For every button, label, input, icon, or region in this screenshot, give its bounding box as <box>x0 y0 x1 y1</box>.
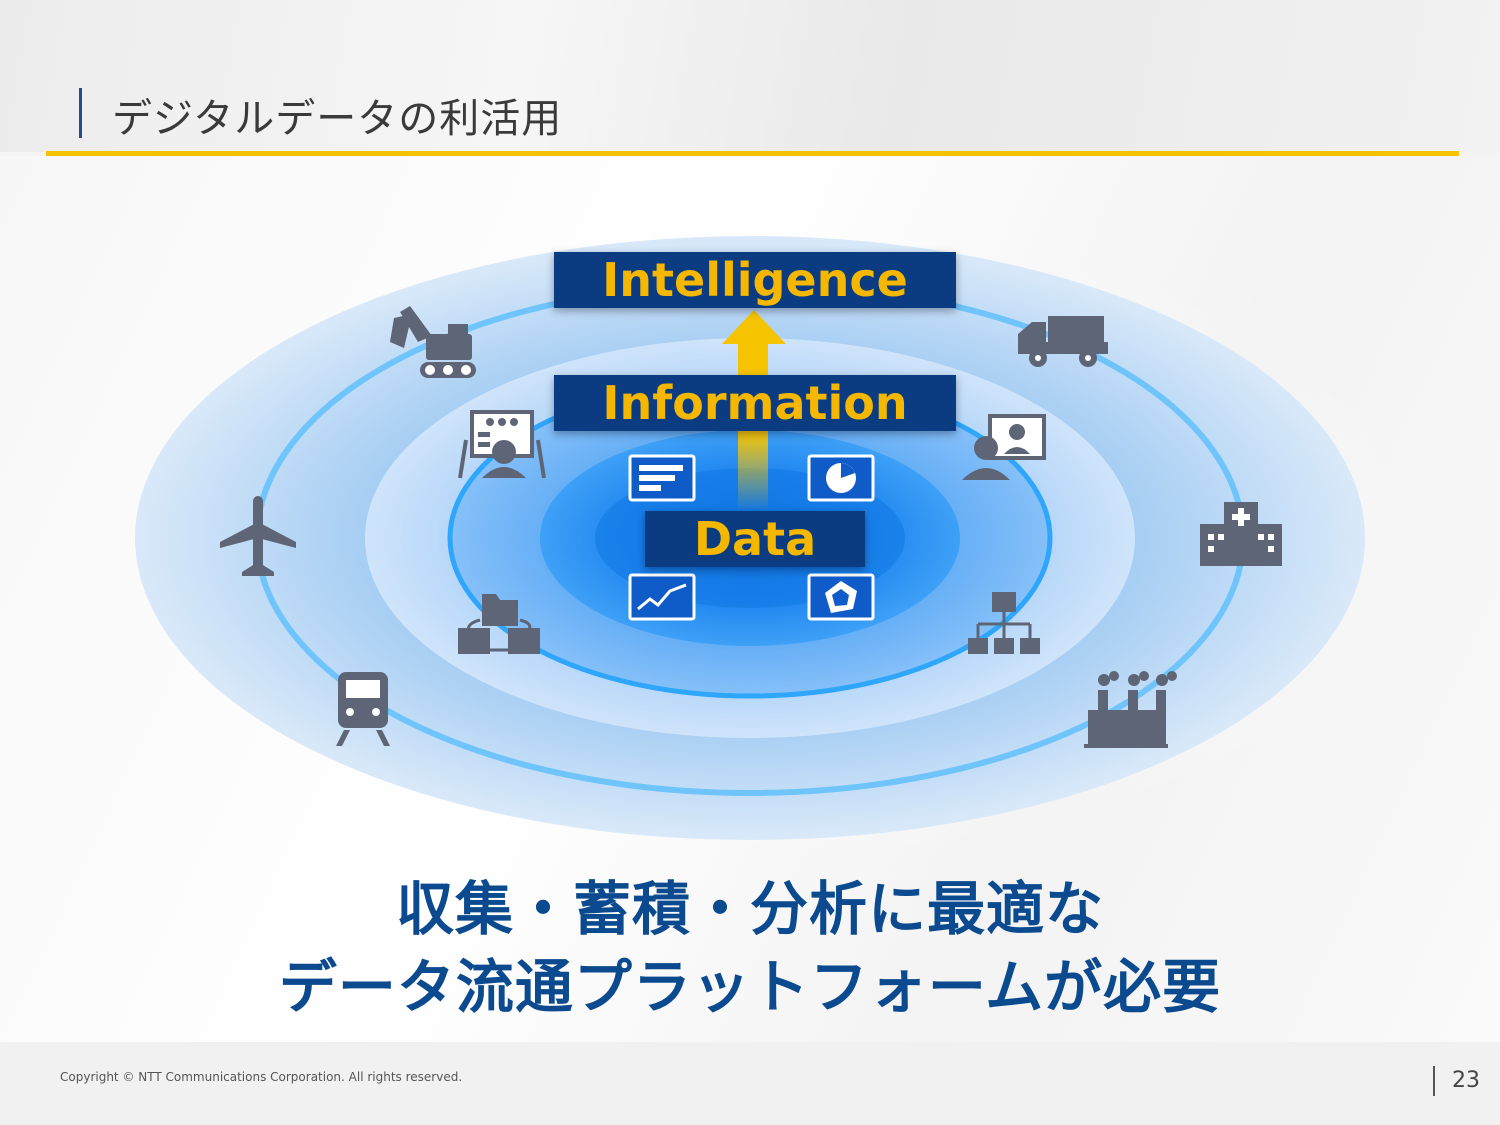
excavator-icon <box>390 306 476 378</box>
radar-chart-icon <box>807 573 875 621</box>
org-hierarchy-icon <box>968 592 1040 654</box>
arrow-information-to-intelligence <box>722 310 786 375</box>
header-band <box>0 0 1500 152</box>
message-line-2: データ流通プラットフォームが必要 <box>278 953 1222 1021</box>
layer-data-box: Data <box>645 511 865 567</box>
copyright-text: Copyright © NTT Communications Corporati… <box>60 1070 463 1084</box>
layer-information-box: Information <box>554 375 956 431</box>
control-room-operator-icon <box>458 410 546 479</box>
slide-title: デジタルデータの利活用 <box>112 96 563 142</box>
title-accent-bar <box>79 88 82 138</box>
title-underline <box>46 151 1459 156</box>
layer-intelligence-box: Intelligence <box>554 252 956 308</box>
airplane-icon <box>220 496 296 576</box>
page-number: 23 <box>1452 1068 1480 1093</box>
hospital-icon <box>1200 502 1282 566</box>
factory-icon <box>1084 671 1177 748</box>
line-chart-icon <box>628 573 696 621</box>
video-conference-icon <box>962 414 1046 480</box>
footer-band <box>0 1042 1500 1125</box>
pie-chart-icon <box>807 454 875 502</box>
arrow-data-to-information <box>738 431 768 511</box>
truck-icon <box>1018 316 1108 367</box>
message-line-1: 収集・蓄積・分析に最適な <box>395 875 1104 943</box>
folder-network-icon <box>458 594 540 654</box>
page-number-separator <box>1433 1066 1435 1096</box>
document-chart-icon <box>628 454 696 502</box>
train-icon <box>336 672 390 746</box>
